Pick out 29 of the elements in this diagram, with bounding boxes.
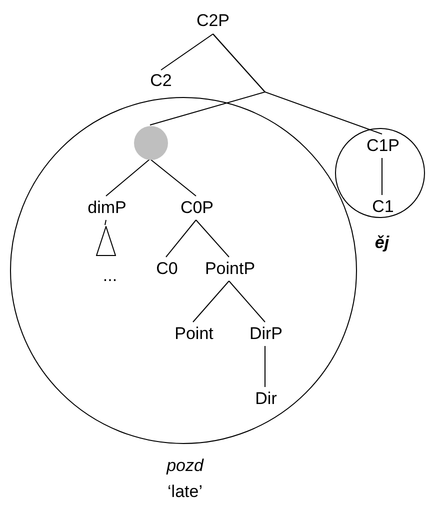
branch-line — [160, 34, 214, 70]
node-label: C0 — [149, 258, 185, 282]
branch-line — [196, 220, 230, 258]
circle-outline — [335, 128, 425, 218]
node-label: C2 — [143, 70, 179, 94]
circle-outline — [10, 97, 357, 444]
triangle-symbol — [96, 226, 116, 256]
ellipsis-label: ... — [102, 265, 118, 283]
branch-line — [106, 158, 150, 196]
branch-line — [166, 220, 196, 258]
branch-line — [192, 280, 230, 322]
node-label: DirP — [241, 323, 291, 347]
node-label: C0P — [176, 197, 218, 221]
node-label: Point — [161, 323, 227, 347]
filled-circle-node — [134, 126, 168, 160]
branch-line — [104, 220, 106, 226]
branch-line — [264, 346, 266, 388]
branch-line — [150, 158, 196, 196]
branch-line — [228, 280, 266, 322]
node-label: C1 — [365, 196, 401, 220]
node-label: C1P — [363, 135, 403, 159]
node-label: dimP — [79, 197, 135, 221]
word-label: ěj — [374, 232, 390, 254]
branch-line — [212, 34, 382, 134]
node-label: C2P — [190, 10, 236, 34]
gloss-label: ‘late’ — [166, 481, 204, 503]
node-label: Dir — [248, 388, 284, 412]
word-label: pozd — [165, 455, 205, 477]
node-label: PointP — [195, 258, 265, 282]
